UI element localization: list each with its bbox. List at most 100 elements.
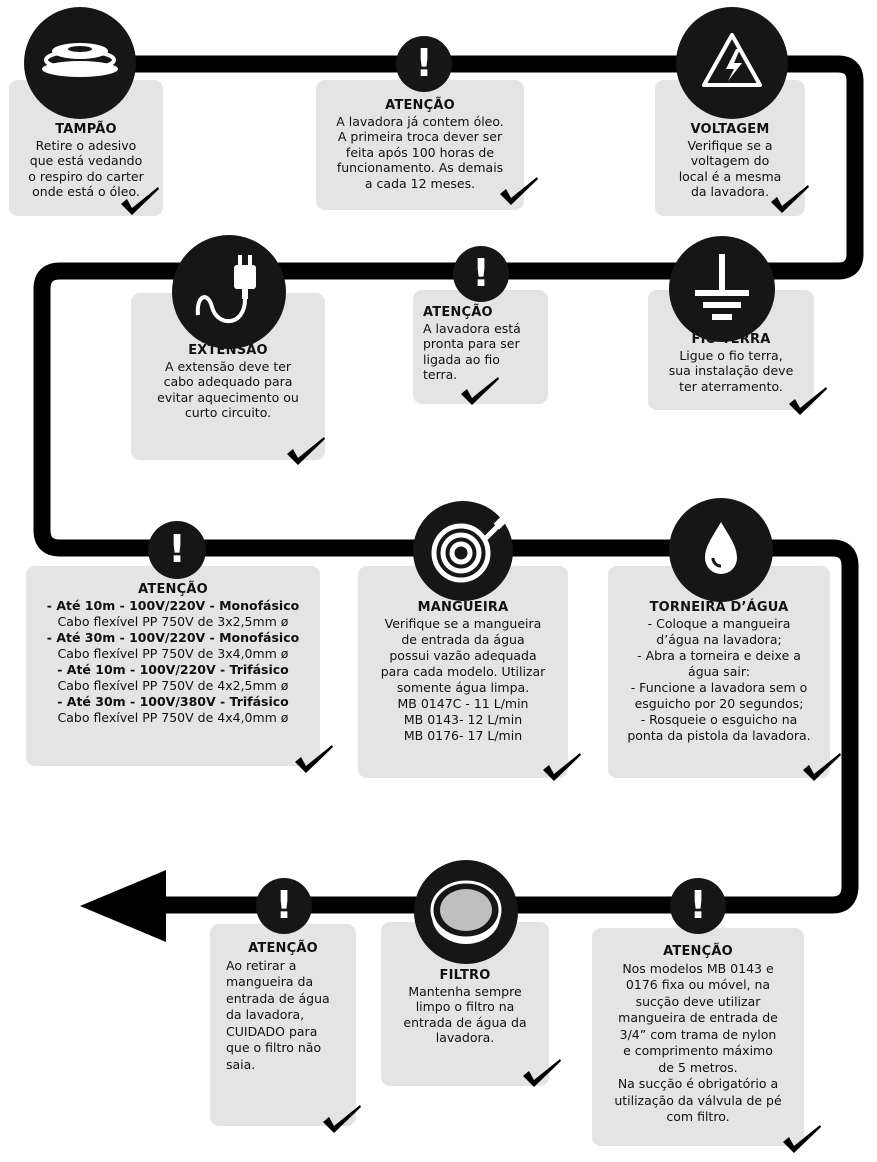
check-icon [803, 753, 841, 781]
card-atencao-cabos: ATENÇÃO - Até 10m - 100V/220V - Monofási… [26, 566, 320, 766]
card-title: EXTENSÃO [188, 343, 268, 358]
card-line: MB 0176- 17 L/min [403, 728, 523, 743]
hose-badge [413, 501, 513, 601]
exclamation-badge: ! [396, 36, 452, 92]
card-atencao-succao: ATENÇÃO Nos modelos MB 0143 e 0176 fixa … [592, 928, 804, 1146]
card-line: e comprimento máximo [623, 1043, 773, 1058]
card-line: utilização da válvula de pé [614, 1092, 782, 1108]
card-line: saia. [226, 1056, 256, 1072]
check-icon [783, 1125, 821, 1153]
card-line: funcionamento. As demais [336, 160, 504, 175]
check-icon [771, 185, 809, 213]
card-line: mangueira de entrada de [618, 1010, 778, 1025]
card-line: - Até 30m - 100V/220V - Monofásico [46, 630, 300, 645]
card-line: com filtro. [666, 1109, 730, 1124]
card-line: Na sucção é obrigatório a [617, 1076, 779, 1091]
card-line: CUIDADO para [226, 1023, 318, 1039]
card-line: Ao retirar a [226, 957, 297, 973]
card-line: somente água limpa. [396, 680, 530, 695]
card-line: possui vazão adequada [389, 648, 537, 663]
plug-icon [195, 255, 256, 324]
card-line: pronta para ser [423, 336, 520, 351]
exclamation-icon: ! [168, 527, 186, 571]
card-line: água sair: [688, 664, 750, 679]
check-icon [789, 387, 827, 415]
check-icon [323, 1105, 361, 1133]
voltage-badge [676, 7, 788, 119]
plug-badge [172, 235, 286, 349]
card-line: entrada de água da [403, 1014, 527, 1030]
card-line: ponta da pistola da lavadora. [627, 728, 811, 743]
card-line: A lavadora já contem óleo. [336, 113, 504, 129]
card-line: - Até 30m - 100V/380V - Trifásico [57, 694, 289, 709]
card-line: 3/4” com trama de nylon [619, 1026, 777, 1042]
card-line: - Coloque a mangueira [647, 616, 791, 631]
card-title: VOLTAGEM [690, 122, 770, 137]
card-voltagem: VOLTAGEM Verifique se a voltagem do loca… [655, 80, 805, 216]
card-line: ligada ao fio [423, 351, 500, 367]
card-atencao-filtro: ATENÇÃO Ao retirar a mangueira da entrad… [210, 924, 356, 1126]
card-line: Retire o adesivo [35, 137, 137, 153]
card-line: o respiro do carter [28, 168, 144, 184]
card-line: A extensão deve ter [164, 358, 292, 374]
card-line: - Abra a torneira e deixe a [637, 648, 801, 663]
card-line: da lavadora. [690, 184, 770, 199]
card-line: para cada modelo. Utilizar [380, 664, 546, 679]
card-line: - Até 10m - 100V/220V - Monofásico [46, 598, 300, 613]
card-line: MB 0147C - 11 L/min [397, 696, 529, 711]
card-line: Mantenha sempre [408, 983, 522, 999]
card-line: terra. [423, 367, 458, 382]
card-line: Cabo flexível PP 750V de 4x2,5mm ø [57, 678, 289, 693]
card-line: Verifique se a [687, 137, 773, 153]
lid-icon [42, 43, 118, 77]
card-title: FILTRO [439, 968, 491, 983]
card-line: d’água na lavadora; [656, 632, 782, 647]
card-line: entrada de água [226, 990, 330, 1006]
card-mangueira: MANGUEIRA Verifique se a mangueira de en… [358, 566, 568, 778]
card-line: - Até 10m - 100V/220V - Trifásico [57, 662, 289, 677]
card-line: lavadora. [435, 1030, 495, 1045]
exclamation-badge: ! [256, 878, 312, 934]
card-line: Cabo flexível PP 750V de 3x2,5mm ø [57, 614, 289, 629]
card-line: sua instalação deve [668, 363, 794, 378]
card-title: ATENÇÃO [138, 582, 208, 597]
card-line: MB 0143- 12 L/min [403, 712, 523, 727]
card-line: local é a mesma [678, 168, 782, 184]
water-drop-badge [669, 498, 773, 602]
ground-badge [669, 236, 775, 342]
card-line: cabo adequado para [163, 374, 293, 389]
card-line: sucção deve utilizar [635, 993, 761, 1009]
exclamation-icon: ! [689, 883, 707, 927]
filter-badge [414, 860, 518, 964]
card-line: ter aterramento. [679, 378, 783, 394]
card-line: feita após 100 horas de [345, 144, 495, 160]
card-line: Verifique se a mangueira [384, 616, 542, 631]
card-line: A lavadora está [423, 320, 521, 336]
high-voltage-icon [702, 33, 762, 87]
lid-badge [24, 7, 136, 119]
exclamation-icon: ! [275, 883, 293, 927]
exclamation-badge: ! [670, 878, 726, 934]
exclamation-badge: ! [453, 246, 509, 302]
water-drop-icon [705, 522, 737, 574]
check-icon [287, 437, 325, 465]
card-title: ATENÇÃO [663, 944, 733, 959]
card-atencao-terra: ATENÇÃO A lavadora está pronta para ser … [413, 290, 548, 404]
card-line: mangueira da [226, 974, 314, 989]
card-line: de 5 metros. [658, 1059, 738, 1075]
card-title: MANGUEIRA [417, 600, 509, 615]
card-line: Cabo flexível PP 750V de 3x4,0mm ø [57, 646, 289, 661]
card-title: TORNEIRA D’ÁGUA [649, 600, 789, 615]
card-line: limpo o filtro na [415, 999, 515, 1014]
check-icon [461, 377, 499, 405]
exclamation-badge: ! [148, 521, 206, 579]
card-title: TAMPÃO [55, 122, 117, 137]
card-line: que está vedando [29, 153, 143, 168]
check-icon [523, 1059, 561, 1087]
card-title: ATENÇÃO [385, 98, 455, 113]
check-icon [295, 745, 333, 773]
card-line: curto circuito. [184, 405, 272, 420]
flow-arrowhead [80, 870, 166, 942]
ground-icon [695, 254, 749, 320]
